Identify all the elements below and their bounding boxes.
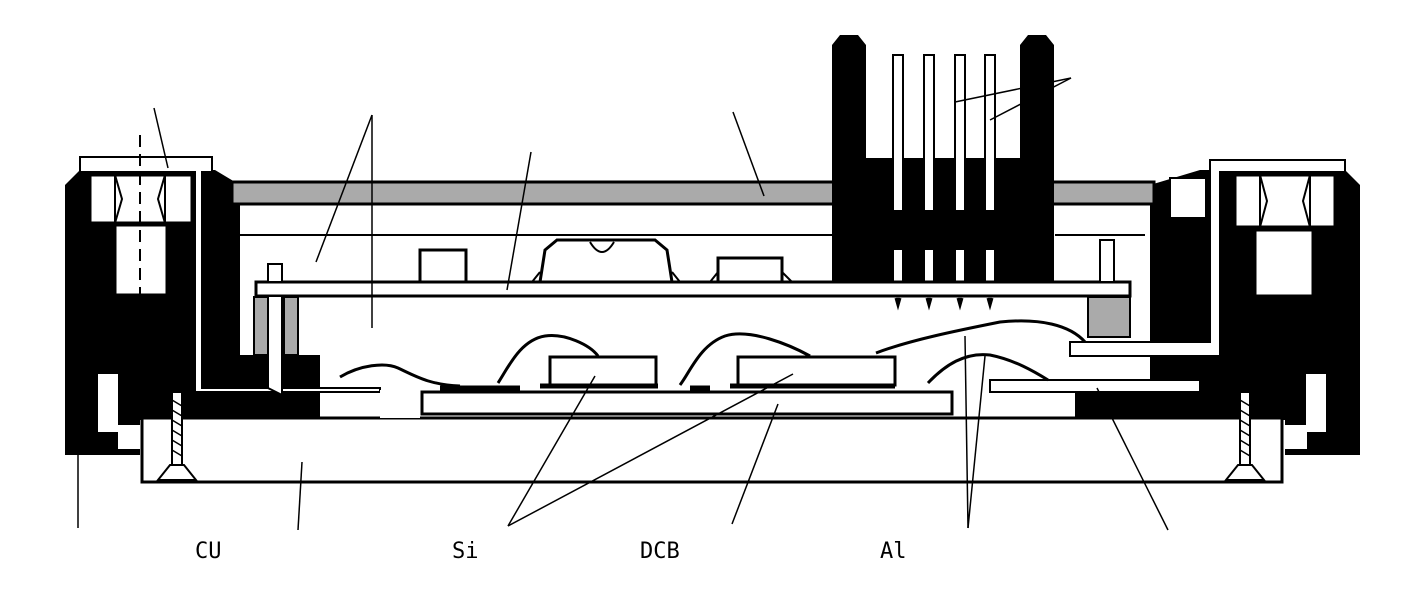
right-housing	[989, 159, 1360, 455]
right-hex-nut	[1233, 173, 1337, 298]
pcb-standoffs	[253, 296, 1131, 397]
signal-connector	[832, 35, 1054, 311]
connector-pins	[892, 54, 996, 311]
si-chips	[548, 355, 897, 387]
left-screw	[155, 391, 199, 481]
label-dcb: DCB	[640, 539, 680, 564]
diagram-labels: CU Si DCB Al	[195, 539, 907, 564]
leader-lines	[77, 77, 1169, 531]
left-housing	[65, 135, 381, 455]
right-screw	[1223, 391, 1267, 481]
left-hex-nut	[88, 135, 194, 300]
label-al: Al	[880, 539, 907, 564]
dcb-substrate	[420, 383, 954, 416]
label-cu: CU	[195, 539, 222, 564]
control-pcb	[254, 238, 1132, 298]
label-si: Si	[452, 539, 479, 564]
al-bond-wires	[339, 319, 1087, 388]
